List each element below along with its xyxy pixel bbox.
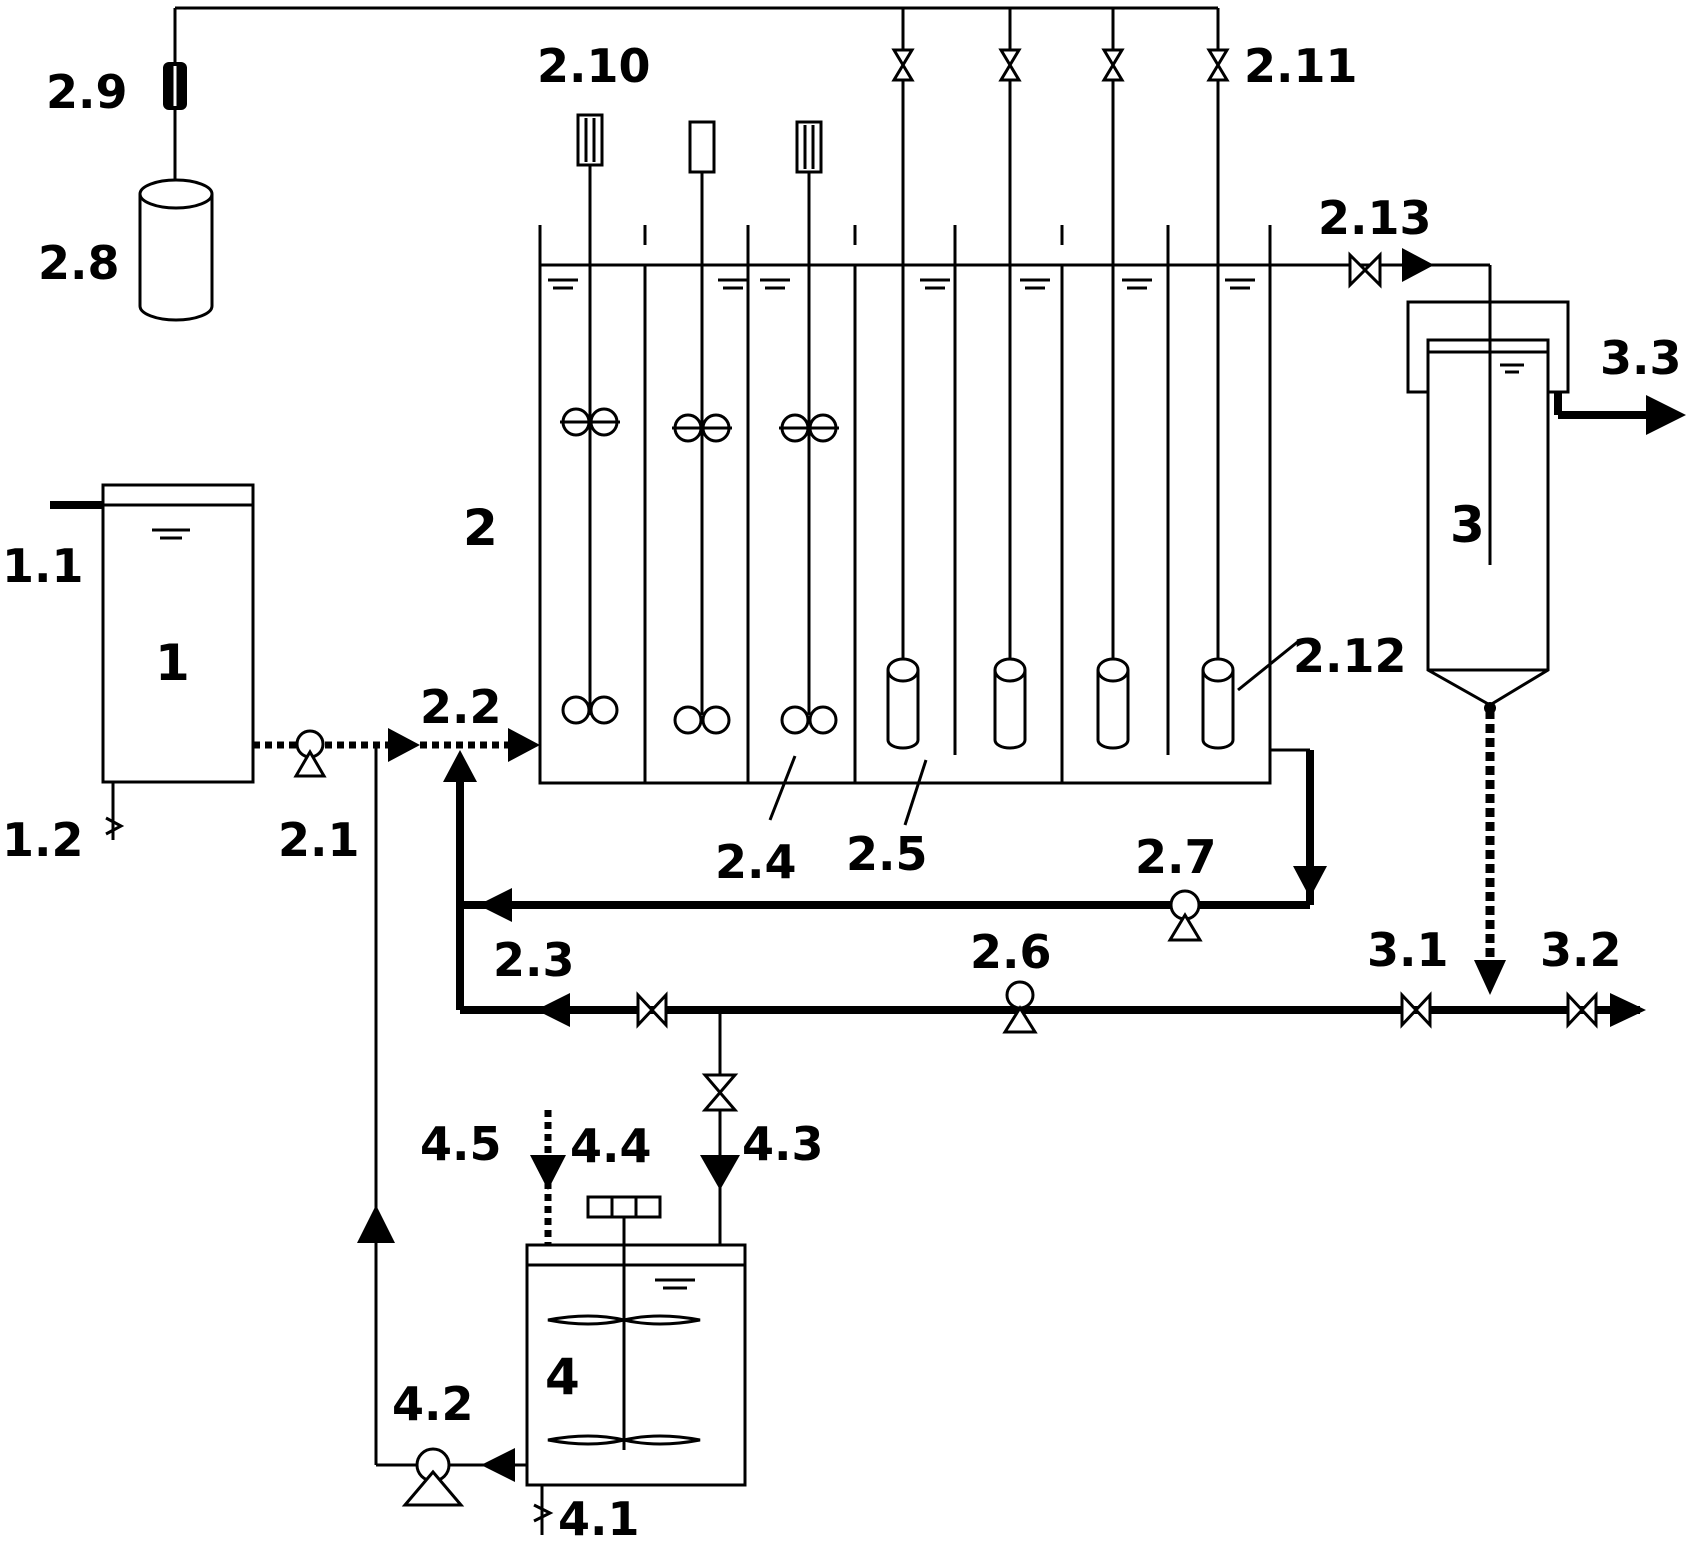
raw-water-tank — [50, 483, 255, 840]
label-2-5: 2.5 — [846, 827, 928, 881]
aeration-pipes — [901, 8, 1220, 660]
stirrer-motor-1 — [560, 113, 620, 725]
label-2-8: 2.8 — [38, 236, 120, 290]
label-3: 3 — [1450, 496, 1485, 554]
label-4-4: 4.4 — [570, 1119, 652, 1173]
valve-3-2 — [1566, 991, 1598, 1029]
sludge-pump-icon — [1002, 980, 1038, 1034]
clarifier-tank — [1406, 265, 1570, 714]
label-2-11: 2.11 — [1244, 39, 1358, 93]
mixing-tank — [525, 1195, 747, 1535]
label-1-1: 1.1 — [2, 539, 84, 593]
label-1: 1 — [155, 634, 190, 692]
label-2-12: 2.12 — [1293, 629, 1407, 683]
internal-recycle-line — [460, 748, 1327, 922]
label-2-4: 2.4 — [715, 835, 797, 889]
feed-pump-icon — [293, 729, 327, 778]
tank4-pump-icon — [401, 1447, 465, 1507]
recycle-pump-icon — [1167, 889, 1203, 942]
label-4-1: 4.1 — [558, 1492, 640, 1546]
label-2-3: 2.3 — [493, 933, 575, 987]
label-2-9: 2.9 — [46, 65, 128, 119]
return-riser — [443, 750, 477, 1010]
label-4-2: 4.2 — [392, 1377, 474, 1431]
label-4-5: 4.5 — [420, 1117, 502, 1171]
label-2-10: 2.10 — [537, 39, 651, 93]
air-diffusers — [886, 657, 1235, 750]
return-valve-2-3 — [636, 991, 668, 1029]
label-2-2: 2.2 — [420, 680, 502, 734]
label-2-1: 2.1 — [278, 813, 360, 867]
label-3-2: 3.2 — [1540, 923, 1622, 977]
leader-line-2-4 — [768, 755, 797, 821]
label-2-13: 2.13 — [1318, 191, 1432, 245]
gas-cylinder — [138, 178, 214, 322]
sludge-discharge-line — [1474, 710, 1506, 995]
label-3-3: 3.3 — [1600, 331, 1682, 385]
branch-line-4-3 — [700, 1010, 740, 1245]
dosing-line-4-5 — [530, 1110, 566, 1245]
valve-3-1 — [1400, 991, 1432, 1029]
gas-header-line — [173, 6, 1218, 182]
gas-flow-meter — [163, 62, 187, 110]
stirrer-motor-2 — [672, 120, 732, 735]
label-3-1: 3.1 — [1367, 923, 1449, 977]
label-2-7: 2.7 — [1135, 830, 1217, 884]
label-4: 4 — [545, 1348, 580, 1406]
label-2: 2 — [463, 499, 498, 557]
stirrer-motor-3 — [779, 120, 839, 735]
leader-line-2-5 — [903, 759, 928, 826]
aeration-valves — [891, 48, 1230, 82]
label-4-3: 4.3 — [742, 1117, 824, 1171]
clarifier-outlet-line — [1554, 392, 1686, 435]
tank4-outlet-line — [357, 745, 527, 1482]
label-1-2: 1.2 — [2, 813, 84, 867]
leader-line-2-12 — [1237, 638, 1301, 692]
label-2-6: 2.6 — [970, 925, 1052, 979]
